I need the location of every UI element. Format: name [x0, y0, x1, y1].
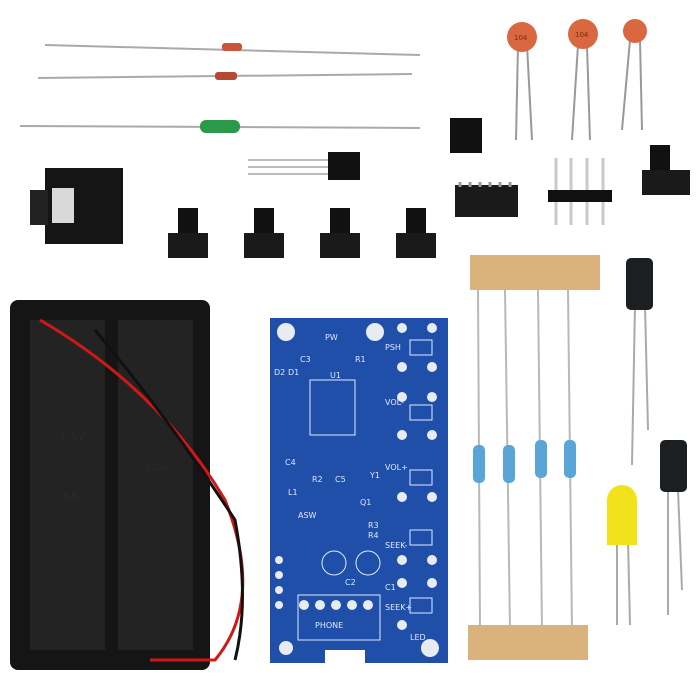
jumper [450, 118, 482, 153]
pcb-label: PSH [385, 343, 401, 352]
battery-type: AA [62, 490, 78, 503]
pcb-label: C2 [345, 578, 356, 587]
yellow-led [607, 485, 637, 626]
pcb-label: VOL- [385, 398, 404, 407]
battery-voltage: 1.5V [60, 430, 85, 443]
pcb-label: Y1 [369, 471, 380, 480]
audio-jack [30, 168, 123, 244]
black-wire [93, 329, 244, 661]
pcb-label: U1 [330, 371, 341, 380]
diode-2 [37, 72, 413, 80]
pin-header [548, 158, 612, 225]
pcb-label: L1 [288, 488, 298, 497]
pcb-label: R2 [312, 475, 323, 484]
pcb-label: D1 [288, 368, 299, 377]
pcb-label: SEEK+ [385, 603, 412, 612]
battery-holder: 1.5V AA 1.5V [10, 300, 245, 670]
transistor [248, 152, 360, 180]
red-wire [39, 318, 245, 662]
capacitor-marking: 104 [575, 31, 589, 39]
pcb-label: R4 [368, 531, 379, 540]
battery-voltage: 1.5V [145, 460, 170, 473]
pcb-label: ASW [298, 511, 317, 520]
electrolytic-capacitors [626, 258, 687, 615]
inductor [19, 120, 421, 133]
pcb-label: C1 [385, 583, 396, 592]
ic-chip [455, 182, 518, 217]
pcb-label: R3 [368, 521, 379, 530]
pcb-label: C3 [300, 355, 311, 364]
tact-switches [168, 145, 690, 258]
pcb-label: R1 [355, 355, 366, 364]
pcb-label: LED [410, 633, 426, 642]
resistor-strip [468, 255, 600, 660]
pcb-label: SEEK- [385, 541, 408, 550]
pcb-label: VOL+ [385, 463, 408, 472]
pcb-label: Q1 [360, 498, 371, 507]
pcb-label: C4 [285, 458, 296, 467]
pcb-label: C5 [335, 475, 346, 484]
ceramic-capacitors: 104 104 [507, 19, 647, 141]
pcb-label: PW [325, 333, 338, 342]
diode-1 [44, 43, 421, 56]
pcb-label: D2 [274, 368, 285, 377]
pcb-board: PW C3 R1 PSH D2 D1 U1 VOL- VOL+ C4 C5 R2… [270, 318, 448, 663]
pcb-label: PHONE [315, 621, 343, 630]
capacitor-marking: 104 [514, 34, 528, 42]
